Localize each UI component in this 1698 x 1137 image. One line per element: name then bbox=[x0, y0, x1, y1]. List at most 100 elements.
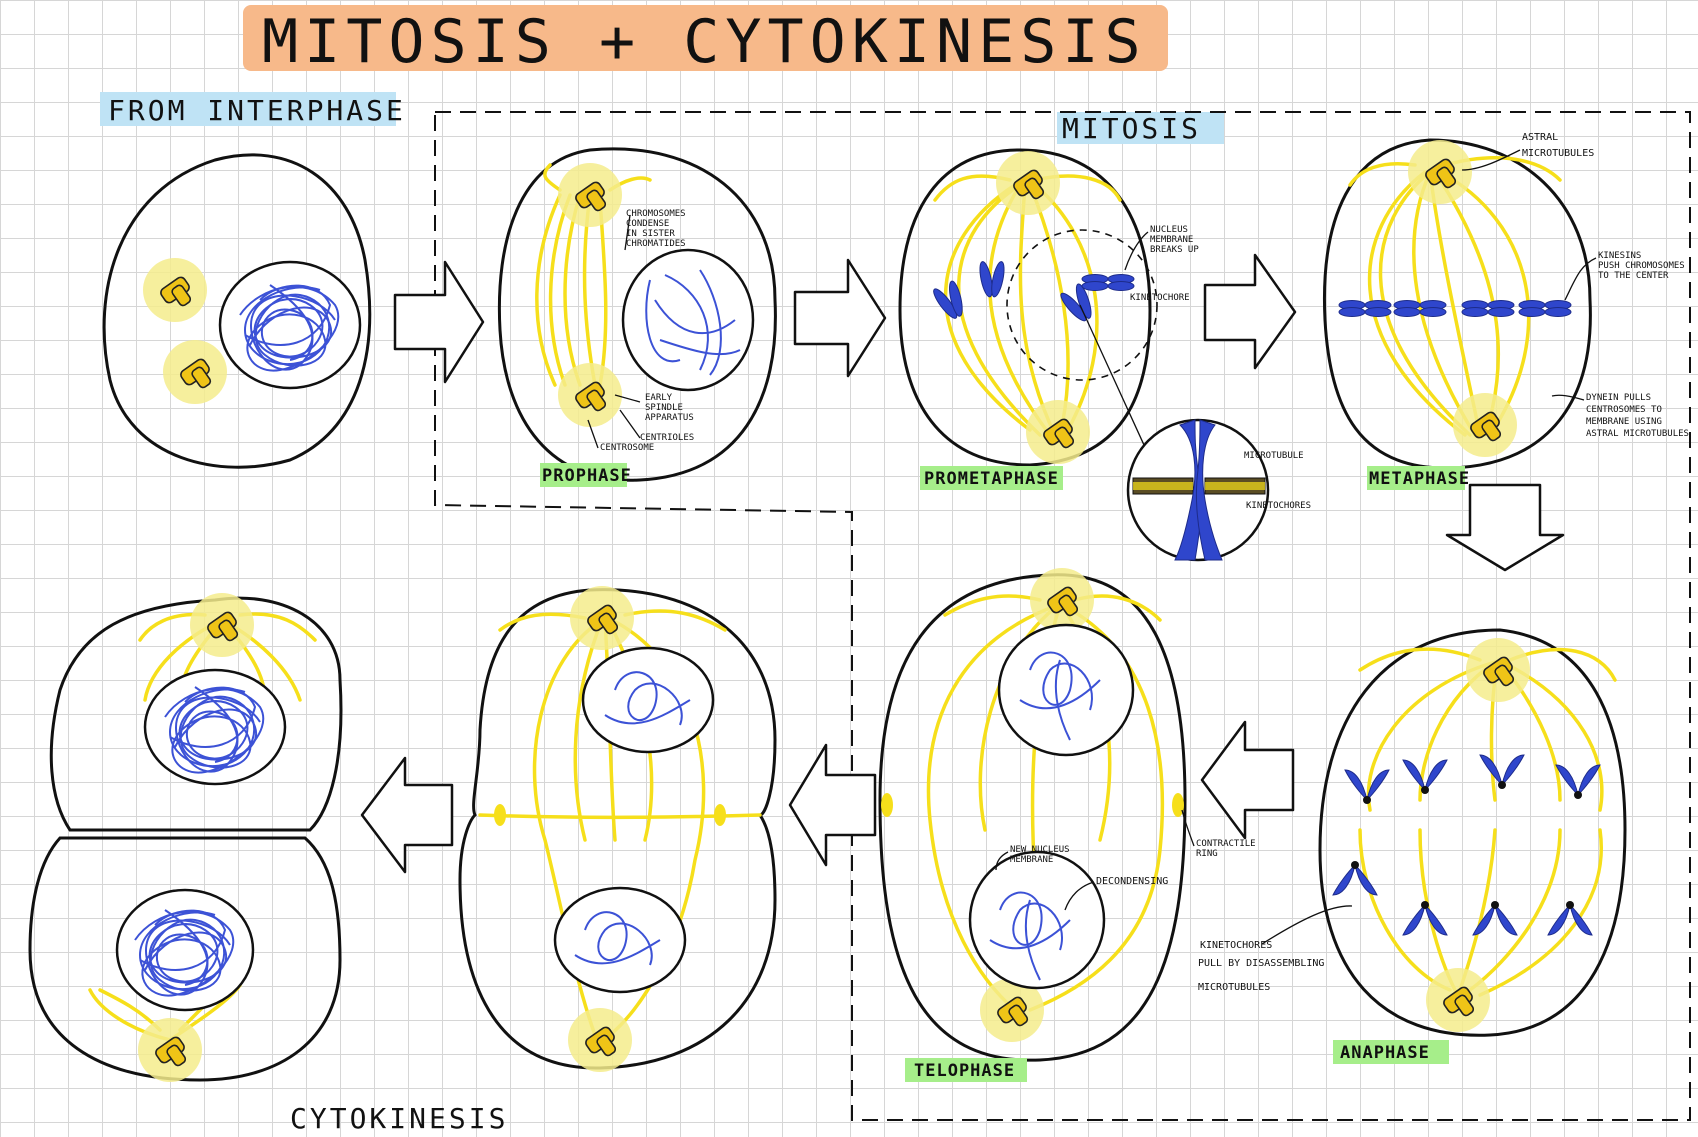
annotation-line: MEMBRANE USING bbox=[1586, 417, 1662, 427]
annotation-line: CENTROSOMES TO bbox=[1586, 405, 1662, 415]
nucleus bbox=[218, 260, 362, 390]
annotation-line: BREAKS UP bbox=[1150, 245, 1199, 255]
annotation-line: CONDENSE bbox=[626, 219, 669, 229]
chromosome-icon bbox=[1332, 860, 1378, 896]
annotation-line: MICROTUBULES bbox=[1198, 982, 1270, 993]
anaphase-highlight bbox=[1333, 1040, 1449, 1064]
nucleus bbox=[968, 850, 1106, 990]
title-highlight bbox=[243, 5, 1168, 71]
contractile-ring-mark bbox=[494, 804, 506, 826]
metaphase-label: METAPHASE bbox=[1369, 469, 1470, 489]
centrosome-icon bbox=[557, 362, 623, 428]
anaphase-cell: KINETOCHORES PULL BY DISASSEMBLING MICRO… bbox=[1198, 628, 1627, 1037]
annotation-line: CENTRIOLES bbox=[640, 433, 694, 443]
arrow-left-icon bbox=[360, 756, 454, 874]
prometaphase-label: PROMETAPHASE bbox=[924, 469, 1059, 489]
annotation-line: MICROTUBULE bbox=[1244, 451, 1304, 461]
annotation-line: DECONDENSING bbox=[1096, 876, 1168, 887]
arrow-right-icon bbox=[393, 260, 485, 384]
annotation-line: PULL BY DISASSEMBLING bbox=[1198, 958, 1324, 969]
interphase-highlight bbox=[100, 92, 396, 126]
interphase-cell bbox=[102, 153, 372, 469]
centrosome-icon bbox=[1425, 967, 1491, 1033]
prophase-highlight bbox=[540, 463, 627, 487]
centrosome-icon bbox=[557, 162, 623, 228]
contractile-ring-mark bbox=[881, 793, 893, 817]
kinetochore-zoom: MICROTUBULE KINETOCHORES bbox=[1126, 418, 1311, 562]
annotation-line: CHROMATIDES bbox=[626, 239, 686, 249]
nucleus bbox=[581, 646, 715, 754]
arrow-down-icon bbox=[1445, 483, 1565, 572]
annotation-line: TO THE CENTER bbox=[1598, 271, 1669, 281]
page-title: MITOSIS + CYTOKINESIS bbox=[262, 7, 1147, 77]
centrosome-icon bbox=[567, 1007, 633, 1073]
annotation-line: IN SISTER bbox=[626, 229, 675, 239]
centrosome-icon bbox=[1465, 637, 1531, 703]
annotation-line: PUSH CHROMOSOMES bbox=[1598, 261, 1685, 271]
chromosome-icon bbox=[1518, 300, 1572, 317]
arrow-right-icon bbox=[1203, 253, 1297, 370]
contractile-ring-mark bbox=[1172, 793, 1184, 817]
daughter-cell-bottom bbox=[28, 836, 342, 1083]
telophase-label: TELOPHASE bbox=[914, 1061, 1015, 1081]
metaphase-highlight bbox=[1367, 466, 1465, 490]
annotation-line: CONTRACTILE bbox=[1196, 839, 1256, 849]
annotation-line: KINETOCHORES bbox=[1200, 940, 1272, 951]
interphase-label: FROM INTERPHASE bbox=[108, 94, 406, 127]
annotation-line: KINETOCHORES bbox=[1246, 501, 1311, 511]
annotation-line: MEMBRANE bbox=[1010, 855, 1053, 865]
mitosis-boundary bbox=[434, 111, 1691, 1121]
daughter-cell-top bbox=[49, 592, 343, 832]
chromosome-icon bbox=[929, 277, 973, 325]
prophase-cell: CHROMOSOMES CONDENSE IN SISTER CHROMATID… bbox=[497, 147, 777, 482]
nucleus bbox=[997, 623, 1135, 757]
arrow-left-icon bbox=[1200, 720, 1295, 840]
metaphase-cell: ASTRAL MICROTUBULES KINESINS PUSH CHROMO… bbox=[1322, 132, 1689, 470]
mitosis-highlight bbox=[1057, 112, 1224, 144]
chromosome-icon bbox=[1479, 754, 1525, 790]
annotation-line: KINESINS bbox=[1598, 251, 1641, 261]
centrosome-icon bbox=[137, 1017, 203, 1083]
annotation-line: MEMBRANE bbox=[1150, 235, 1193, 245]
centrosome-icon bbox=[995, 150, 1061, 216]
chromosome-icon bbox=[1338, 300, 1392, 317]
centrosome-icon bbox=[1407, 139, 1473, 205]
chromosome-icon bbox=[1344, 769, 1390, 805]
annotation-line: RING bbox=[1196, 849, 1218, 859]
annotation-line: APPARATUS bbox=[645, 413, 694, 423]
chromosome-icon bbox=[1555, 764, 1601, 800]
pinching-cell bbox=[458, 585, 777, 1073]
centrosome-icon bbox=[569, 585, 635, 651]
annotation-line: NEW NUCLEUS bbox=[1010, 845, 1070, 855]
prophase-label: PROPHASE bbox=[542, 466, 632, 486]
annotation-line: DYNEIN PULLS bbox=[1586, 393, 1651, 403]
arrow-left-icon bbox=[788, 743, 877, 867]
annotation-line: ASTRAL bbox=[1522, 132, 1558, 143]
annotation-line: CHROMOSOMES bbox=[626, 209, 686, 219]
centrosome-icon bbox=[142, 257, 208, 323]
cytokinesis-label: CYTOKINESIS bbox=[290, 1102, 508, 1135]
centrosome-icon bbox=[1029, 567, 1095, 633]
nucleus bbox=[553, 886, 687, 994]
breaking-nucleus bbox=[1006, 229, 1158, 381]
annotation-line: KINETOCHORE bbox=[1130, 293, 1190, 303]
chromosome-icon bbox=[1081, 274, 1135, 291]
annotation-line: ASTRAL MICROTUBULES bbox=[1586, 429, 1689, 439]
centrosome-icon bbox=[1025, 399, 1091, 465]
centrosome-icon bbox=[162, 339, 228, 405]
chromosome-icon bbox=[1402, 900, 1448, 936]
contractile-ring-mark bbox=[714, 804, 726, 826]
mitosis-label: MITOSIS bbox=[1062, 112, 1201, 145]
prometaphase-cell: NUCLEUS MEMBRANE BREAKS UP KINETOCHORE bbox=[898, 148, 1199, 481]
telophase-cell: NEW NUCLEUS MEMBRANE DECONDENSING CONTRA… bbox=[878, 567, 1256, 1062]
annotation-line: NUCLEUS bbox=[1150, 225, 1188, 235]
centrosome-icon bbox=[1452, 392, 1518, 458]
annotation-line: SPINDLE bbox=[645, 403, 683, 413]
annotation-line: EARLY bbox=[645, 393, 673, 403]
anaphase-label: ANAPHASE bbox=[1340, 1043, 1430, 1063]
annotation-line: MICROTUBULES bbox=[1522, 148, 1594, 159]
chromosome-icon bbox=[1461, 300, 1515, 317]
arrow-right-icon bbox=[793, 258, 887, 378]
